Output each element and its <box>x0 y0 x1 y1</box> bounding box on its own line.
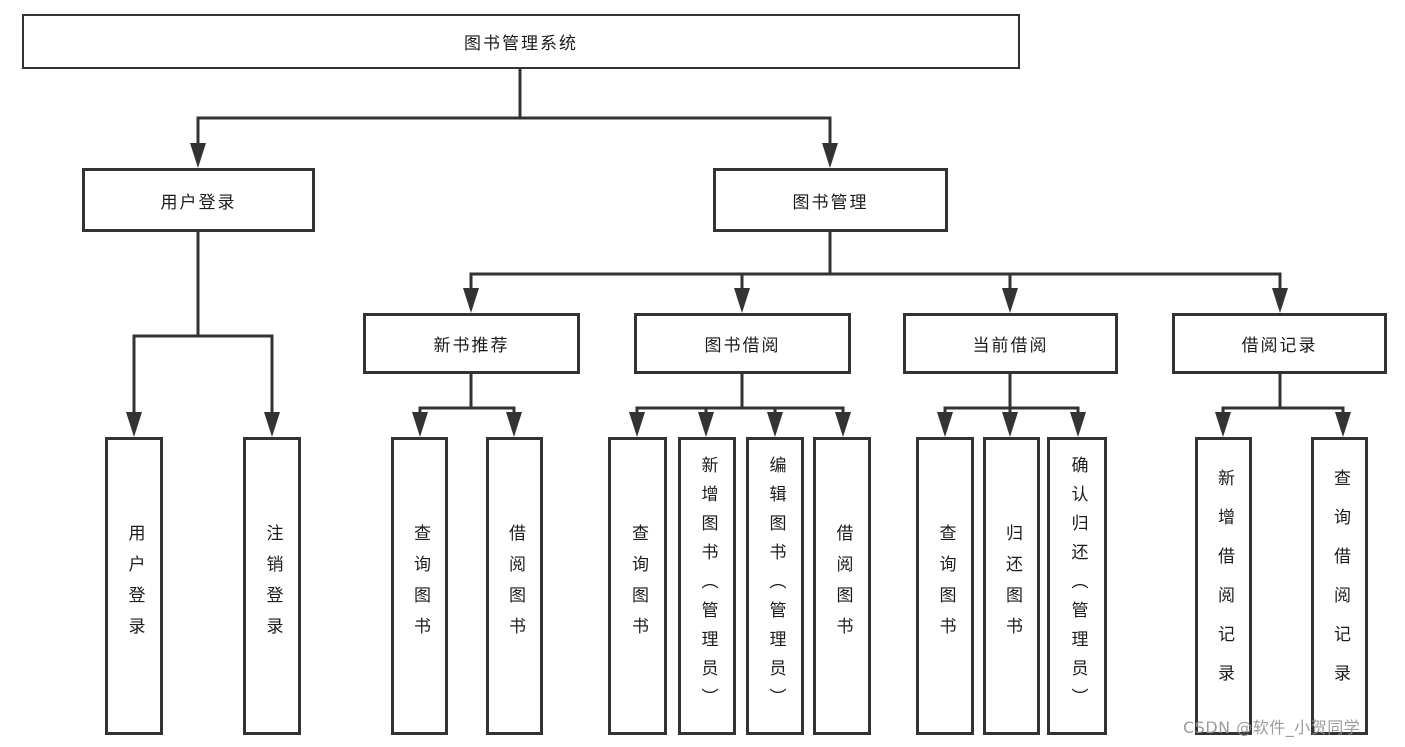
node-library-management-system: 图书管理系统 <box>22 14 1020 69</box>
leaf-query-books-current-label: 查询图书 <box>935 524 956 648</box>
node-book-borrow-label: 图书借阅 <box>704 336 781 356</box>
leaf-return-books-label: 归还图书 <box>1002 524 1022 648</box>
connector-segments <box>132 69 1345 419</box>
node-new-book-recommend-label: 新书推荐 <box>433 336 510 356</box>
leaf-logout: 注销登录 <box>243 437 301 735</box>
leaf-add-books-admin-label: 新增图书（管理员） <box>697 455 718 717</box>
leaf-return-books: 归还图书 <box>983 437 1040 735</box>
node-book-management: 图书管理 <box>713 168 948 232</box>
leaf-query-books-recommend-label: 查询图书 <box>410 524 430 648</box>
node-borrow-records-label: 借阅记录 <box>1241 336 1318 356</box>
leaf-query-borrow-record: 查询借阅记录 <box>1311 437 1368 735</box>
leaf-borrow-books-label: 借阅图书 <box>832 524 853 648</box>
node-library-management-system-label: 图书管理系统 <box>464 34 578 54</box>
node-current-borrow-label: 当前借阅 <box>972 336 1049 356</box>
leaf-edit-books-admin: 编辑图书（管理员） <box>746 437 804 735</box>
leaf-user-login-label: 用户登录 <box>124 524 145 648</box>
leaf-edit-books-admin-label: 编辑图书（管理员） <box>765 455 786 717</box>
leaf-borrow-books-recommend: 借阅图书 <box>486 437 543 735</box>
leaf-borrow-books: 借阅图书 <box>813 437 871 735</box>
leaf-query-books-recommend: 查询图书 <box>391 437 448 735</box>
watermark: CSDN @软件_小贺同学 <box>1183 718 1361 737</box>
leaf-logout-label: 注销登录 <box>262 524 283 648</box>
leaf-confirm-return-admin: 确认归还（管理员） <box>1047 437 1107 735</box>
node-borrow-records: 借阅记录 <box>1172 313 1387 374</box>
leaf-query-books-current: 查询图书 <box>916 437 974 735</box>
leaf-add-borrow-record: 新增借阅记录 <box>1195 437 1252 735</box>
node-new-book-recommend: 新书推荐 <box>363 313 580 374</box>
node-user-login: 用户登录 <box>82 168 315 232</box>
node-user-login-label: 用户登录 <box>160 192 237 213</box>
node-book-management-label: 图书管理 <box>792 192 869 213</box>
arrowheads <box>126 143 1351 437</box>
leaf-add-borrow-record-label: 新增借阅记录 <box>1214 469 1234 703</box>
leaf-user-login: 用户登录 <box>105 437 163 735</box>
leaf-borrow-books-recommend-label: 借阅图书 <box>505 524 525 648</box>
node-current-borrow: 当前借阅 <box>903 313 1118 374</box>
leaf-add-books-admin: 新增图书（管理员） <box>678 437 736 735</box>
leaf-query-books-borrow-label: 查询图书 <box>628 524 648 648</box>
leaf-query-books-borrow: 查询图书 <box>608 437 667 735</box>
node-book-borrow: 图书借阅 <box>634 313 851 374</box>
leaf-confirm-return-admin-label: 确认归还（管理员） <box>1067 455 1088 717</box>
leaf-query-borrow-record-label: 查询借阅记录 <box>1330 469 1350 703</box>
